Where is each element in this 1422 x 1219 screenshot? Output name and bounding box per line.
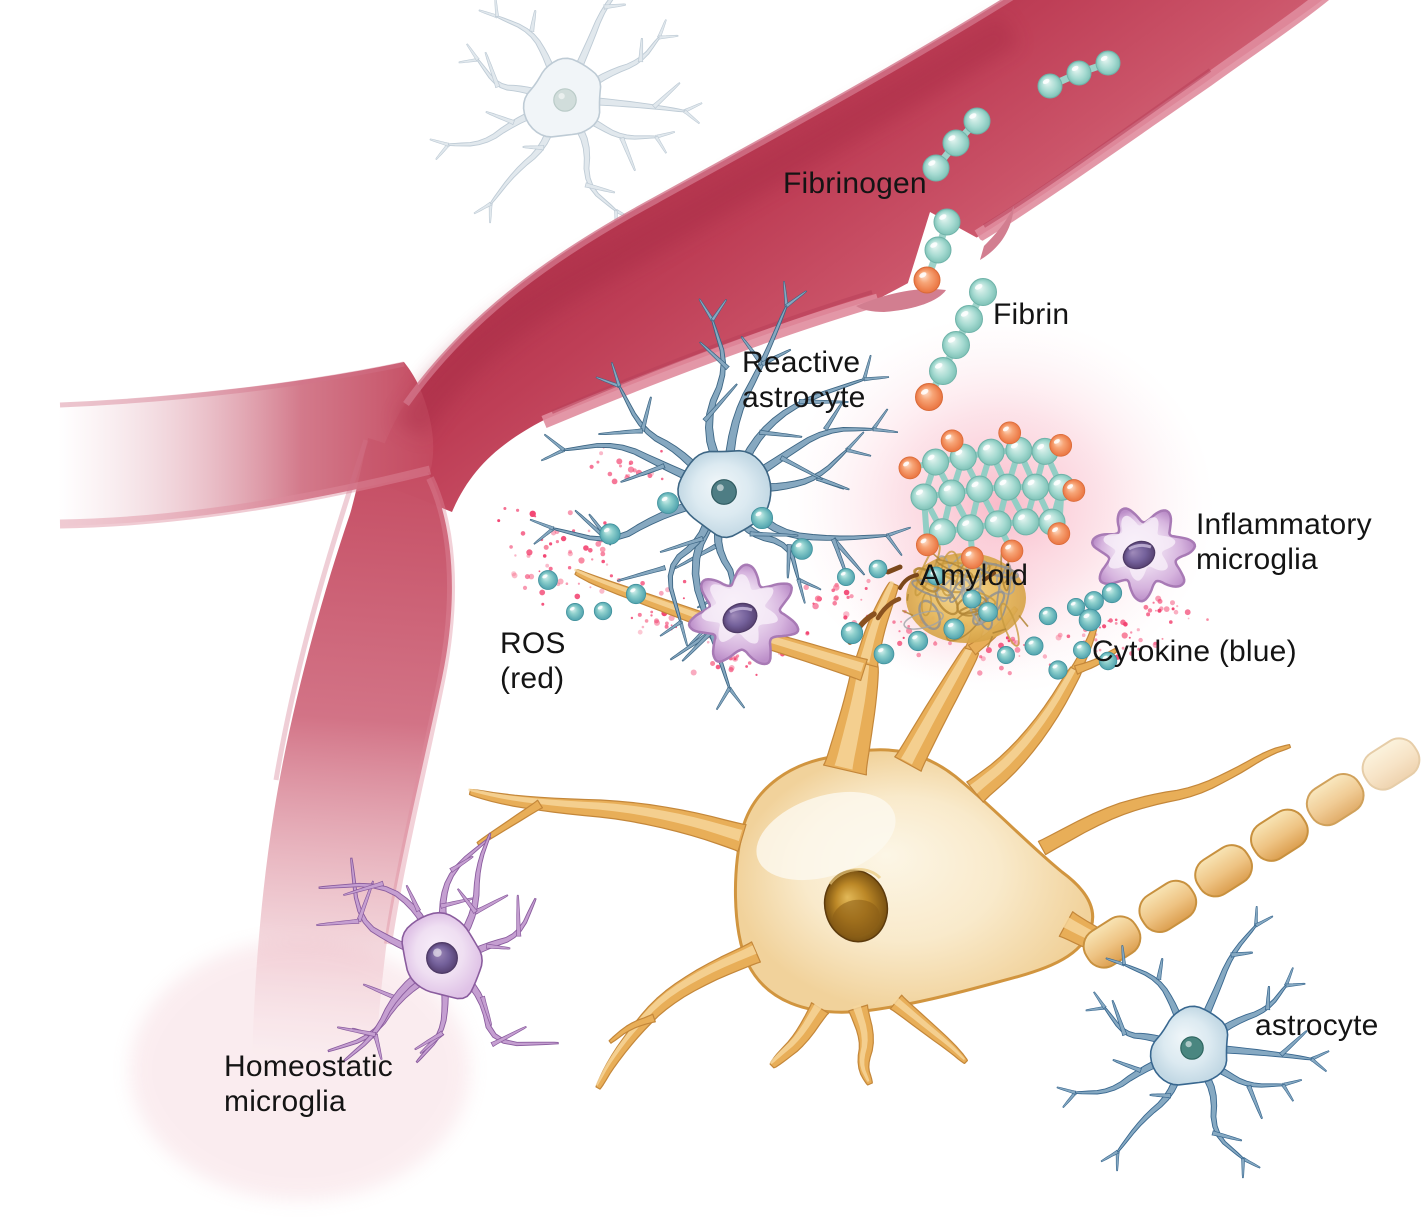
cytokine-particles [538,492,1123,680]
vessel-lower-rim-right [974,0,1330,242]
label-fibrin: Fibrin [993,298,1070,331]
vessel-down-rim-left [273,439,369,781]
vessel-trunk [372,0,1323,512]
vessel-breach-flap-right [980,206,1014,260]
label-fibrinogen: Fibrinogen [783,167,927,200]
neuron-nucleolus [832,899,880,937]
vessel-arm-rim-top [59,361,405,408]
label-ros: ROS (red) [500,627,566,695]
inflammatory-microglia-right [1090,507,1197,603]
vessel-breach-flap-left [856,288,946,312]
fragment [982,571,996,582]
label-amyloid: Amyloid [920,559,1029,592]
label-homeostatic-microglia: Homeostatic microglia [224,1050,393,1118]
inflammatory-microglia-center [687,563,800,666]
label-astrocyte: astrocyte [1255,1009,1379,1042]
neuron-soma [733,748,1095,1014]
vessel-fade-wash [130,940,470,1200]
label-reactive-astrocyte: Reactive astrocyte [742,346,866,414]
fibrin-clot-mesh [898,421,1086,570]
fragment [875,596,902,621]
homeostatic-microglia [316,832,559,1064]
myelinated-axon [1082,737,1421,969]
vessel-branch-down [252,438,452,1062]
vessel-arm-rim-bottom [59,465,432,529]
label-cytokine: Cytokine (blue) [1092,635,1297,668]
fragment [885,564,903,575]
vessel-down-rim-right [384,476,456,945]
vessel-rim-line2 [982,68,1212,228]
fragment [898,573,919,590]
neuron-soma-highlight [756,791,896,881]
vessel-branch-left [58,362,434,526]
fibrinogen-fibrin-chains [913,50,1121,411]
vessel-upper-rim [403,0,1014,407]
astrocyte-bottom-right [1056,906,1330,1179]
vessel-shading [395,15,1019,439]
label-inflammatory-microglia: Inflammatory microglia [1196,508,1372,576]
neuron-nucleus-rim [828,868,882,885]
